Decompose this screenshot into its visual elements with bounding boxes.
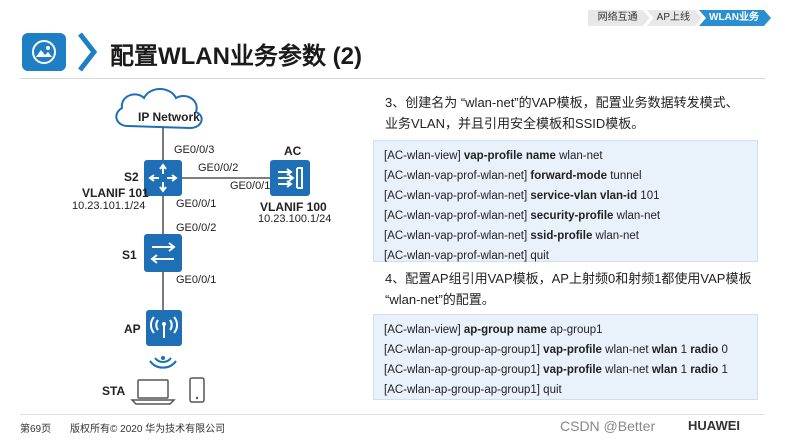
s1-port-up-label: GE0/0/2 [176, 222, 217, 234]
code-text: wlan-net [601, 344, 652, 356]
huawei-logo: HUAWEI [688, 418, 740, 433]
footer-divider [20, 414, 765, 415]
page-number: 第69页 [20, 424, 52, 435]
cloud-label: IP Network [138, 110, 200, 124]
step4-line2: “wlan-net”的配置。 [385, 292, 495, 307]
ac-name-label: AC [284, 144, 302, 158]
code-text: [AC-wlan-view] [384, 150, 464, 162]
code-text: 101 [637, 190, 660, 202]
code-keyword: wlan [651, 364, 678, 376]
code-line: [AC-wlan-vap-prof-wlan-net] ssid-profile… [384, 226, 747, 246]
breadcrumb-item-active: WLAN业务 [699, 10, 771, 26]
code-keyword: wlan [651, 344, 678, 356]
code-text: tunnel [607, 170, 642, 182]
s1-name-label: S1 [122, 248, 137, 262]
s2-port-down-label: GE0/0/1 [176, 198, 217, 210]
topology-links [115, 88, 270, 405]
code-text: [AC-wlan-vap-prof-wlan-net] [384, 210, 531, 222]
ac-vlanif-label: VLANIF 100 [260, 200, 327, 214]
s2-switch-icon [144, 160, 182, 196]
code-line: [AC-wlan-view] ap-group name ap-group1 [384, 320, 747, 340]
code-text: wlan-net [601, 364, 652, 376]
code-keyword: service-vlan vlan-id [530, 190, 638, 202]
code-text: [AC-wlan-ap-group-ap-group1] [384, 344, 544, 356]
cloud-icon [115, 88, 203, 130]
code-text: wlan-net [592, 230, 640, 242]
code-block-ap-group: [AC-wlan-view] ap-group name ap-group1[A… [373, 314, 758, 400]
breadcrumb-item: 网络互通 [588, 10, 650, 26]
code-line: [AC-wlan-vap-prof-wlan-net] security-pro… [384, 206, 747, 226]
code-text: [AC-wlan-vap-prof-wlan-net] [384, 190, 531, 202]
code-text: [AC-wlan-view] [384, 324, 464, 336]
code-line: [AC-wlan-ap-group-ap-group1] vap-profile… [384, 360, 747, 380]
ap-name-label: AP [124, 322, 141, 336]
code-text: 1 [677, 344, 691, 356]
step3-description: 3、创建名为 “wlan-net”的VAP模板，配置业务数据转发模式、 业务VL… [385, 92, 739, 134]
phone-icon [189, 377, 205, 403]
s2-port-right-label: GE0/0/2 [198, 162, 239, 174]
watermark-text: CSDN @Better [560, 418, 656, 434]
step4-description: 4、配置AP组引用VAP模板，AP上射频0和射频1都使用VAP模板 “wlan-… [385, 268, 751, 310]
page-title: 配置WLAN业务参数 (2) [110, 43, 362, 70]
code-text: [AC-wlan-vap-prof-wlan-net] [384, 170, 531, 182]
code-text: ap-group1 [546, 324, 603, 336]
code-text: 1 [677, 364, 691, 376]
step3-line2: 业务VLAN，并且引用安全模板和SSID模板。 [385, 116, 645, 131]
code-text: [AC-wlan-vap-prof-wlan-net] [384, 250, 531, 262]
code-keyword: vap-profile [543, 364, 602, 376]
copyright-text: 版权所有© 2020 华为技术有限公司 [70, 424, 226, 435]
network-topology-diagram: IP Network GE0/0/3 GE0/0/2 GE0/0/1 S2 VL… [20, 82, 370, 412]
code-keyword: vap-profile [543, 344, 602, 356]
s2-port-up-label: GE0/0/3 [174, 144, 215, 156]
s1-port-down-label: GE0/0/1 [176, 274, 217, 286]
breadcrumb: 网络互通 AP上线 WLAN业务 [591, 10, 771, 26]
laptop-icon [130, 379, 176, 405]
code-keyword: ap-group name [463, 324, 547, 336]
code-text: wlan-net [555, 150, 603, 162]
code-keyword: radio [690, 344, 719, 356]
step4-line1: 4、配置AP组引用VAP模板，AP上射频0和射频1都使用VAP模板 [385, 271, 752, 286]
chevron-right-icon [78, 32, 98, 72]
code-text: [AC-wlan-ap-group-ap-group1] [384, 364, 544, 376]
wifi-signal-icon [149, 356, 177, 369]
code-line: [AC-wlan-vap-prof-wlan-net] quit [384, 246, 747, 266]
code-text: [AC-wlan-ap-group-ap-group1] [384, 384, 544, 396]
header-divider [20, 78, 765, 79]
step3-line1: 3、创建名为 “wlan-net”的VAP模板，配置业务数据转发模式、 [385, 95, 739, 110]
code-keyword: security-profile [530, 210, 614, 222]
code-text: 0 [718, 344, 728, 356]
code-keyword: forward-mode [530, 170, 608, 182]
ac-ip-label: 10.23.100.1/24 [258, 213, 332, 225]
ac-port-label: GE0/0/1 [230, 180, 271, 192]
code-line: [AC-wlan-vap-prof-wlan-net] service-vlan… [384, 186, 747, 206]
ac-controller-icon [270, 160, 310, 196]
code-keyword: ssid-profile [530, 230, 593, 242]
s1-switch-icon [144, 234, 182, 272]
code-line: [AC-wlan-vap-prof-wlan-net] forward-mode… [384, 166, 747, 186]
s2-vlanif-label: VLANIF 101 [82, 186, 149, 200]
code-block-vap-profile: [AC-wlan-view] vap-profile name wlan-net… [373, 140, 758, 262]
code-keyword: radio [690, 364, 719, 376]
s2-ip-label: 10.23.101.1/24 [72, 200, 146, 212]
code-text: [AC-wlan-vap-prof-wlan-net] [384, 230, 531, 242]
code-keyword: vap-profile name [463, 150, 556, 162]
image-icon [22, 33, 66, 71]
code-text: quit [530, 250, 549, 262]
ap-access-point-icon [146, 310, 182, 346]
code-line: [AC-wlan-ap-group-ap-group1] quit [384, 380, 747, 400]
code-text: quit [543, 384, 562, 396]
code-text: 1 [718, 364, 728, 376]
sta-name-label: STA [102, 384, 126, 398]
code-text: wlan-net [613, 210, 661, 222]
s2-name-label: S2 [124, 170, 139, 184]
breadcrumb-item: AP上线 [647, 10, 702, 26]
code-line: [AC-wlan-ap-group-ap-group1] vap-profile… [384, 340, 747, 360]
code-line: [AC-wlan-view] vap-profile name wlan-net [384, 146, 747, 166]
